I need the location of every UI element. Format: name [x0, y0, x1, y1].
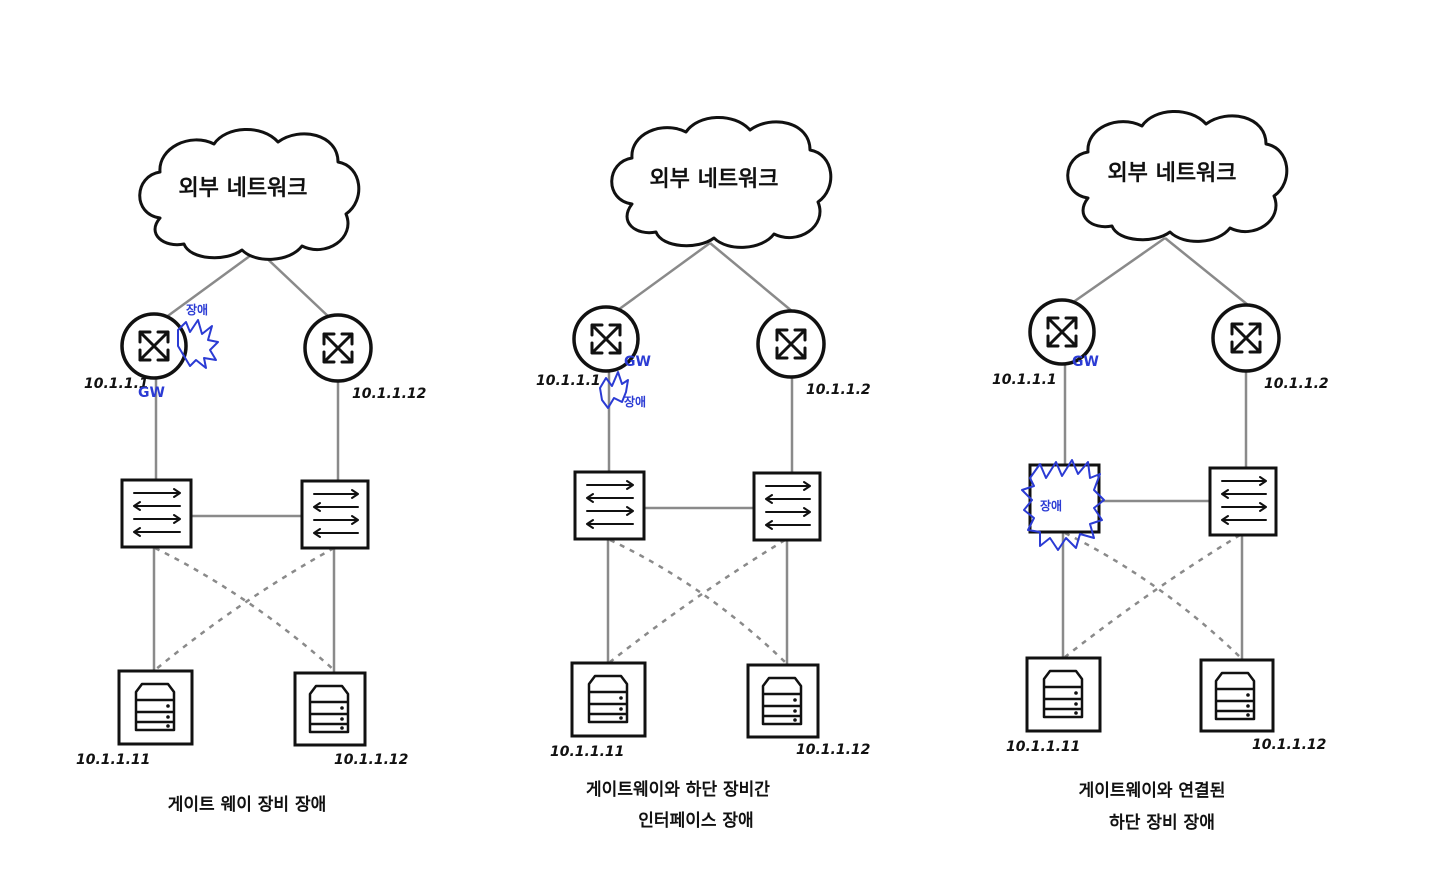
router-left-ip: 10.1.1.1 — [84, 376, 149, 392]
server-left-ip: 10.1.1.11 — [76, 752, 150, 768]
router-arrows-icon — [775, 328, 807, 360]
external-network-cloud: 외부 네트워크 — [610, 116, 833, 249]
switch-arrows-icon — [313, 489, 359, 538]
gw-label: GW — [1072, 354, 1099, 370]
gateway-router-right — [303, 313, 373, 383]
switch-arrows-icon — [1221, 476, 1267, 525]
server-icon — [1042, 669, 1084, 719]
switch-right — [752, 471, 822, 542]
cloud-label: 외부 네트워크 — [178, 176, 307, 201]
gateway-router-left — [572, 305, 640, 373]
switch-right — [1208, 466, 1278, 537]
server-right-ip: 10.1.1.12 — [796, 742, 870, 758]
server-icon — [587, 674, 629, 724]
fault-label: 장애 — [624, 394, 646, 409]
router-right-ip: 10.1.1.12 — [352, 386, 426, 402]
server-right-ip: 10.1.1.12 — [334, 752, 408, 768]
server-left-ip: 10.1.1.11 — [1006, 739, 1080, 755]
standby-link-switch-left-server-right — [154, 546, 335, 671]
fault-annotation: 장애 — [1021, 459, 1105, 551]
server-left — [1025, 656, 1102, 733]
switch-left — [120, 478, 193, 549]
gateway-router-right — [756, 309, 826, 379]
switch-arrows-icon — [133, 488, 181, 537]
router-arrows-icon — [590, 323, 622, 355]
router-arrows-icon — [138, 330, 170, 362]
link-cloud-router-left — [164, 248, 259, 320]
caption-line-1: 게이트웨이와 하단 장비간 — [586, 780, 770, 800]
caption-line-2: 인터페이스 장애 — [638, 811, 753, 831]
caption-line-2: 하단 장비 장애 — [1109, 813, 1215, 833]
external-network-cloud: 외부 네트워크 — [138, 128, 361, 261]
switch-arrows-icon — [765, 481, 811, 530]
standby-link-switch-right-server-left — [1064, 533, 1241, 658]
router-left-ip: 10.1.1.1 — [992, 372, 1057, 388]
switch-right — [300, 479, 370, 550]
server-left — [570, 661, 647, 738]
fault-label: 장애 — [1040, 498, 1062, 513]
switch-left-faulted: 장애 — [1021, 459, 1105, 551]
gateway-router-left — [120, 312, 188, 380]
gw-label: GW — [624, 354, 651, 370]
fault-annotation: 장애 GW — [138, 302, 219, 401]
server-icon — [134, 682, 176, 732]
external-network-cloud: 외부 네트워크 — [1066, 110, 1289, 243]
link-cloud-router-left — [1071, 236, 1166, 305]
router-arrows-icon — [1046, 316, 1078, 348]
gateway-router-right — [1211, 303, 1281, 373]
switch-left — [573, 470, 646, 541]
server-icon — [308, 684, 350, 734]
server-left-ip: 10.1.1.11 — [550, 744, 624, 760]
router-right-ip: 10.1.1.2 — [1264, 376, 1329, 392]
server-right-ip: 10.1.1.12 — [1252, 737, 1326, 753]
link-cloud-router-right — [257, 249, 331, 319]
caption-line-1: 게이트웨이와 연결된 — [1079, 781, 1226, 801]
standby-link-switch-right-server-left — [154, 546, 335, 671]
fault-annotation: GW 장애 — [599, 354, 651, 409]
server-right — [1199, 658, 1275, 733]
switch-arrows-icon — [586, 480, 634, 529]
router-left-ip: 10.1.1.1 — [536, 373, 601, 389]
fault-label: 장애 — [186, 302, 208, 317]
server-right — [746, 663, 820, 739]
diagram-downstream-device-fault: 외부 네트워크 10.1.1.1 10.1.1.2 GW 장애 — [992, 110, 1329, 833]
link-cloud-router-right — [709, 242, 794, 313]
caption-line-1: 게이트 웨이 장비 장애 — [168, 795, 327, 815]
gateway-router-left — [1028, 298, 1096, 366]
standby-link-switch-left-server-right — [609, 538, 786, 663]
cloud-label: 외부 네트워크 — [1107, 161, 1236, 186]
diagram-gateway-device-fault: 외부 네트워크 10.1.1.1 10.1.1.12 장애 GW — [76, 128, 426, 815]
diagram-gateway-interface-fault: 외부 네트워크 10.1.1.1 10.1.1.2 GW 장애 — [536, 116, 871, 831]
router-arrows-icon — [1230, 322, 1262, 354]
link-cloud-router-left — [617, 241, 711, 312]
router-right-ip: 10.1.1.2 — [806, 382, 871, 398]
cloud-label: 외부 네트워크 — [649, 167, 778, 192]
server-icon — [1214, 671, 1256, 721]
router-arrows-icon — [322, 332, 354, 364]
standby-link-switch-right-server-left — [609, 538, 786, 663]
gw-label: GW — [138, 385, 165, 401]
server-right — [293, 671, 367, 747]
server-left — [117, 669, 194, 746]
link-cloud-router-right — [1164, 237, 1249, 306]
standby-link-switch-left-server-right — [1064, 531, 1241, 658]
server-icon — [761, 676, 803, 726]
